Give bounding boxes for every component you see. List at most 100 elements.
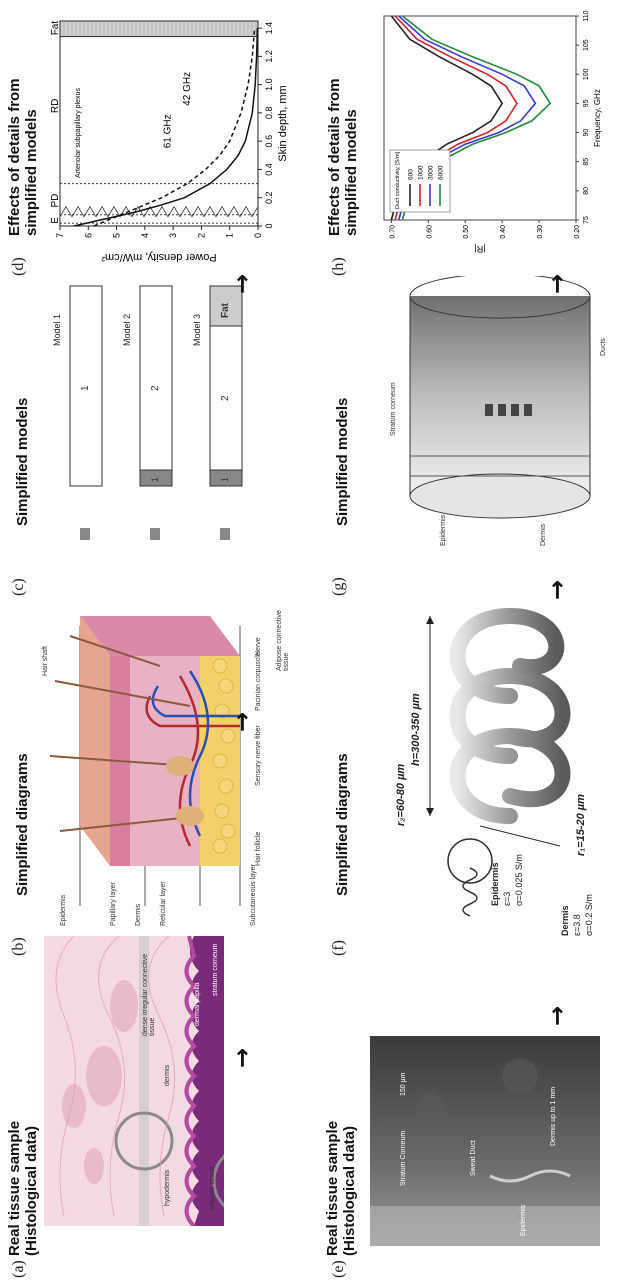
y-tick-label: 0.60 bbox=[426, 225, 433, 239]
label-hair-shaft: Hair shaft bbox=[42, 646, 49, 676]
panel-letter-h: (h) bbox=[330, 257, 348, 276]
panel-letter-b: (b) bbox=[10, 937, 28, 956]
x-tick-label: 0 bbox=[264, 223, 274, 228]
x-tick-label: 80 bbox=[583, 187, 590, 195]
label-stratum-corneum-g: Stratum corneum bbox=[390, 382, 397, 436]
panel-g-heading: Simplified models bbox=[334, 306, 351, 526]
y-tick-label: 6 bbox=[83, 233, 93, 238]
y-tick-label: 0.40 bbox=[500, 225, 507, 239]
y-tick-label: 7 bbox=[55, 233, 65, 238]
duct-helix-diagram-f: Epidermis ε=3 σ=0.025 S/m Dermis ε=3.8 σ… bbox=[360, 596, 630, 936]
panel-h-heading: Effects of details from simplified model… bbox=[326, 6, 360, 236]
panel-b-heading: Simplified diagrams bbox=[14, 656, 31, 896]
label-epidermis-e: Epidermis bbox=[520, 1205, 527, 1236]
cylinder-model-g: Epidermis Dermis Stratum corneum Ducts bbox=[380, 276, 620, 556]
dim-h: h=300-350 µm bbox=[410, 693, 422, 766]
legend-label: 600 bbox=[408, 169, 415, 180]
region-label: Fat bbox=[50, 21, 61, 36]
annotation-plexus: Arteriolar subpapillary plexus bbox=[75, 88, 82, 178]
layer-reticular: Reticular layer bbox=[160, 881, 167, 926]
x-tick-label: 105 bbox=[583, 39, 590, 51]
arrow-b-to-c: → bbox=[230, 712, 254, 732]
label-dense-connective: dense irregular connective tissue bbox=[142, 936, 156, 1036]
layer-dermis: Dermis bbox=[135, 904, 142, 926]
panel-letter-g: (g) bbox=[330, 577, 348, 596]
heading-line: Simplified diagrams bbox=[334, 656, 351, 896]
label-hypodermis: hypodermis bbox=[164, 1170, 171, 1206]
x-tick-label: 90 bbox=[583, 129, 590, 137]
panel-e-heading: Real tissue sample (Histological data) bbox=[324, 1056, 358, 1256]
x-tick-label: 1.2 bbox=[264, 50, 274, 63]
label-sigma-epi: σ=0.025 S/m bbox=[514, 854, 524, 906]
y-tick-label: 3 bbox=[168, 233, 178, 238]
label-stratum-corneum: stratum corneum bbox=[212, 943, 219, 996]
layer-papillary: Papillary layer bbox=[110, 882, 117, 926]
y-tick-label: 1 bbox=[225, 233, 235, 238]
y-tick-label: 0.20 bbox=[574, 225, 581, 239]
papillary-ridge bbox=[60, 207, 258, 217]
heading-line: Effects of details from bbox=[6, 6, 23, 236]
heading-line: Simplified models bbox=[334, 306, 351, 526]
x-tick-label: 100 bbox=[583, 68, 590, 80]
panel-letter-e: (e) bbox=[330, 1260, 348, 1278]
legend-title: Duct conductivity, [S/m] bbox=[395, 151, 401, 209]
y-tick-label: 0.50 bbox=[463, 225, 470, 239]
arrow-f-to-g: → bbox=[545, 580, 569, 600]
x-axis-label: Skin depth, mm bbox=[277, 85, 289, 161]
model3-seg-1: 1 bbox=[220, 477, 230, 482]
x-tick-label: 85 bbox=[583, 158, 590, 166]
panel-c-heading: Simplified models bbox=[14, 306, 31, 526]
heading-line: simplified models bbox=[343, 6, 360, 236]
arrow-a-to-b: → bbox=[230, 1048, 254, 1068]
model2-name: Model 2 bbox=[122, 314, 132, 346]
heading-line: Effects of details from bbox=[326, 6, 343, 236]
layer-epidermis: Epidermis bbox=[60, 895, 67, 926]
histology-image-e: Stratum Corneum Sweat Duct Epidermis Der… bbox=[370, 1036, 600, 1246]
label-dermal-papilla: dermal papilla bbox=[194, 982, 201, 1026]
panel-letter-a: (a) bbox=[10, 1260, 28, 1278]
arrow-g-to-h: → bbox=[545, 274, 569, 294]
skin-diagram-b: Epidermis Papillary layer Reticular laye… bbox=[40, 606, 300, 926]
region-label: RD bbox=[50, 99, 61, 113]
heading-line: Real tissue sample bbox=[6, 1056, 23, 1256]
annotation-61ghz: 61 GHz bbox=[162, 114, 173, 148]
x-tick-label: 0.4 bbox=[264, 163, 274, 176]
model2-seg-2: 2 bbox=[150, 385, 161, 391]
y-tick-label: 4 bbox=[140, 233, 150, 238]
label-stratum-corneum-e: Stratum Corneum bbox=[400, 1131, 407, 1186]
label-dermis-g: Dermis bbox=[540, 524, 547, 546]
models-diagram-c: 1 1 2 1 2 Fat Model 1 Model 2 Model 3 bbox=[50, 266, 280, 546]
x-tick-label: 0.6 bbox=[264, 135, 274, 148]
x-tick-label: 0.2 bbox=[264, 191, 274, 204]
label-nerve: Nerve bbox=[255, 637, 262, 656]
label-dermis-e: Dermis up to 1 mm bbox=[550, 1087, 557, 1146]
model1-seg-1: 1 bbox=[80, 385, 91, 391]
model1-name: Model 1 bbox=[52, 314, 62, 346]
model2-seg-1: 1 bbox=[150, 477, 160, 482]
legend-label: 6000 bbox=[438, 165, 445, 180]
panel-a-heading: Real tissue sample (Histological data) bbox=[6, 1056, 40, 1256]
label-sigma-der: σ=0.2 S/m bbox=[584, 894, 594, 936]
y-tick-label: 0 bbox=[253, 233, 263, 238]
panel-letter-c: (c) bbox=[10, 578, 28, 596]
label-eps-epi: ε=3 bbox=[502, 892, 512, 906]
label-dermis: dermis bbox=[164, 1065, 171, 1086]
y-tick-label: 2 bbox=[196, 233, 206, 238]
label-epidermis-g: Epidermis bbox=[440, 515, 447, 546]
x-tick-label: 0.8 bbox=[264, 107, 274, 120]
label-sensory-nerve: Sensory nerve fiber bbox=[255, 725, 262, 786]
heading-line: (Histological data) bbox=[341, 1056, 358, 1256]
label-adipose-ct: Adipose connective tissue bbox=[276, 606, 290, 671]
heading-line: Simplified diagrams bbox=[14, 656, 31, 896]
y-axis-label: Power density, mW/cm² bbox=[101, 251, 217, 263]
label-epidermis-f: Epidermis bbox=[490, 862, 500, 906]
label-adipose: adipose tissue bbox=[209, 1166, 216, 1211]
panel-letter-f: (f) bbox=[330, 940, 348, 956]
arrow-e-to-f: → bbox=[545, 1006, 569, 1026]
plot-frame bbox=[60, 21, 258, 226]
layer-subcutaneous: Subcutaneous layer bbox=[250, 864, 257, 926]
x-tick-label: 1.4 bbox=[264, 22, 274, 35]
region-label: E bbox=[50, 217, 61, 224]
